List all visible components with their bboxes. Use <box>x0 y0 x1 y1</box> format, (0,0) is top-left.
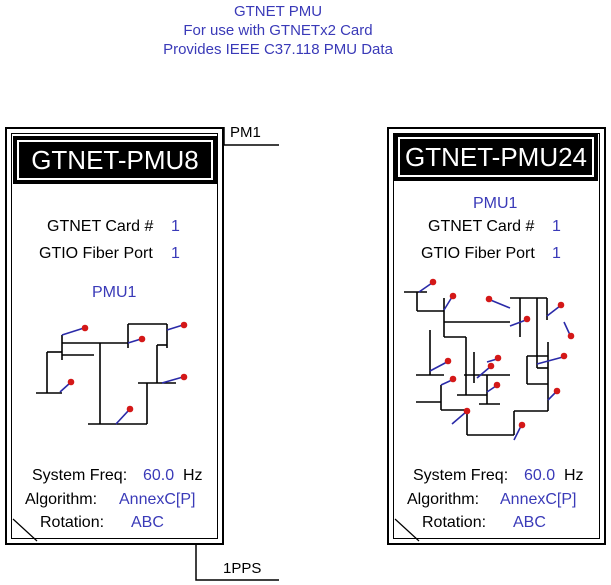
header-line-3: Provides IEEE C37.118 PMU Data <box>163 41 393 58</box>
card-number-label: GTNET Card # <box>428 218 535 235</box>
header-line-1: GTNET PMU <box>233 3 323 20</box>
1pps-port-wire <box>195 545 279 581</box>
header-line-2: For use with GTNETx2 Card <box>183 22 373 39</box>
fiber-port-value[interactable]: 1 <box>171 245 180 262</box>
algorithm-value[interactable]: AnnexC[P] <box>500 491 577 508</box>
system-freq-value[interactable]: 60.0 <box>143 467 175 484</box>
fiber-port-label: GTIO Fiber Port <box>39 245 153 262</box>
pmu-label: PMU1 <box>92 284 137 301</box>
system-freq-unit: Hz <box>183 467 203 484</box>
pmu-label: PMU1 <box>473 195 518 212</box>
gtnet-pmu8-block[interactable] <box>5 127 224 545</box>
gtnet-pmu24-title: GTNET-PMU24 <box>398 137 594 177</box>
fiber-port-label: GTIO Fiber Port <box>421 245 535 262</box>
system-freq-label: System Freq: <box>32 467 128 484</box>
algorithm-label: Algorithm: <box>407 491 480 508</box>
rotation-value[interactable]: ABC <box>131 514 164 531</box>
gtnet-pmu8-inner-border <box>11 133 218 539</box>
algorithm-value[interactable]: AnnexC[P] <box>119 491 196 508</box>
system-freq-unit: Hz <box>564 467 584 484</box>
system-freq-label: System Freq: <box>413 467 509 484</box>
rotation-value[interactable]: ABC <box>513 514 546 531</box>
card-number-label: GTNET Card # <box>47 218 154 235</box>
pm1-port-label: PM1 <box>230 124 261 141</box>
algorithm-label: Algorithm: <box>25 491 98 508</box>
card-number-value[interactable]: 1 <box>171 218 180 235</box>
gtnet-pmu8-title-bar: GTNET-PMU8 <box>13 136 217 184</box>
corner-marker <box>12 518 38 542</box>
pm1-port-wire <box>223 127 279 146</box>
rotation-label: Rotation: <box>40 514 105 531</box>
rotation-label: Rotation: <box>422 514 487 531</box>
gtnet-pmu8-title: GTNET-PMU8 <box>17 140 213 180</box>
card-number-value[interactable]: 1 <box>552 218 561 235</box>
1pps-port-label: 1PPS <box>223 560 262 577</box>
corner-marker <box>394 518 420 542</box>
system-freq-value[interactable]: 60.0 <box>524 467 556 484</box>
gtnet-pmu24-title-bar: GTNET-PMU24 <box>394 133 598 181</box>
fiber-port-value[interactable]: 1 <box>552 245 561 262</box>
